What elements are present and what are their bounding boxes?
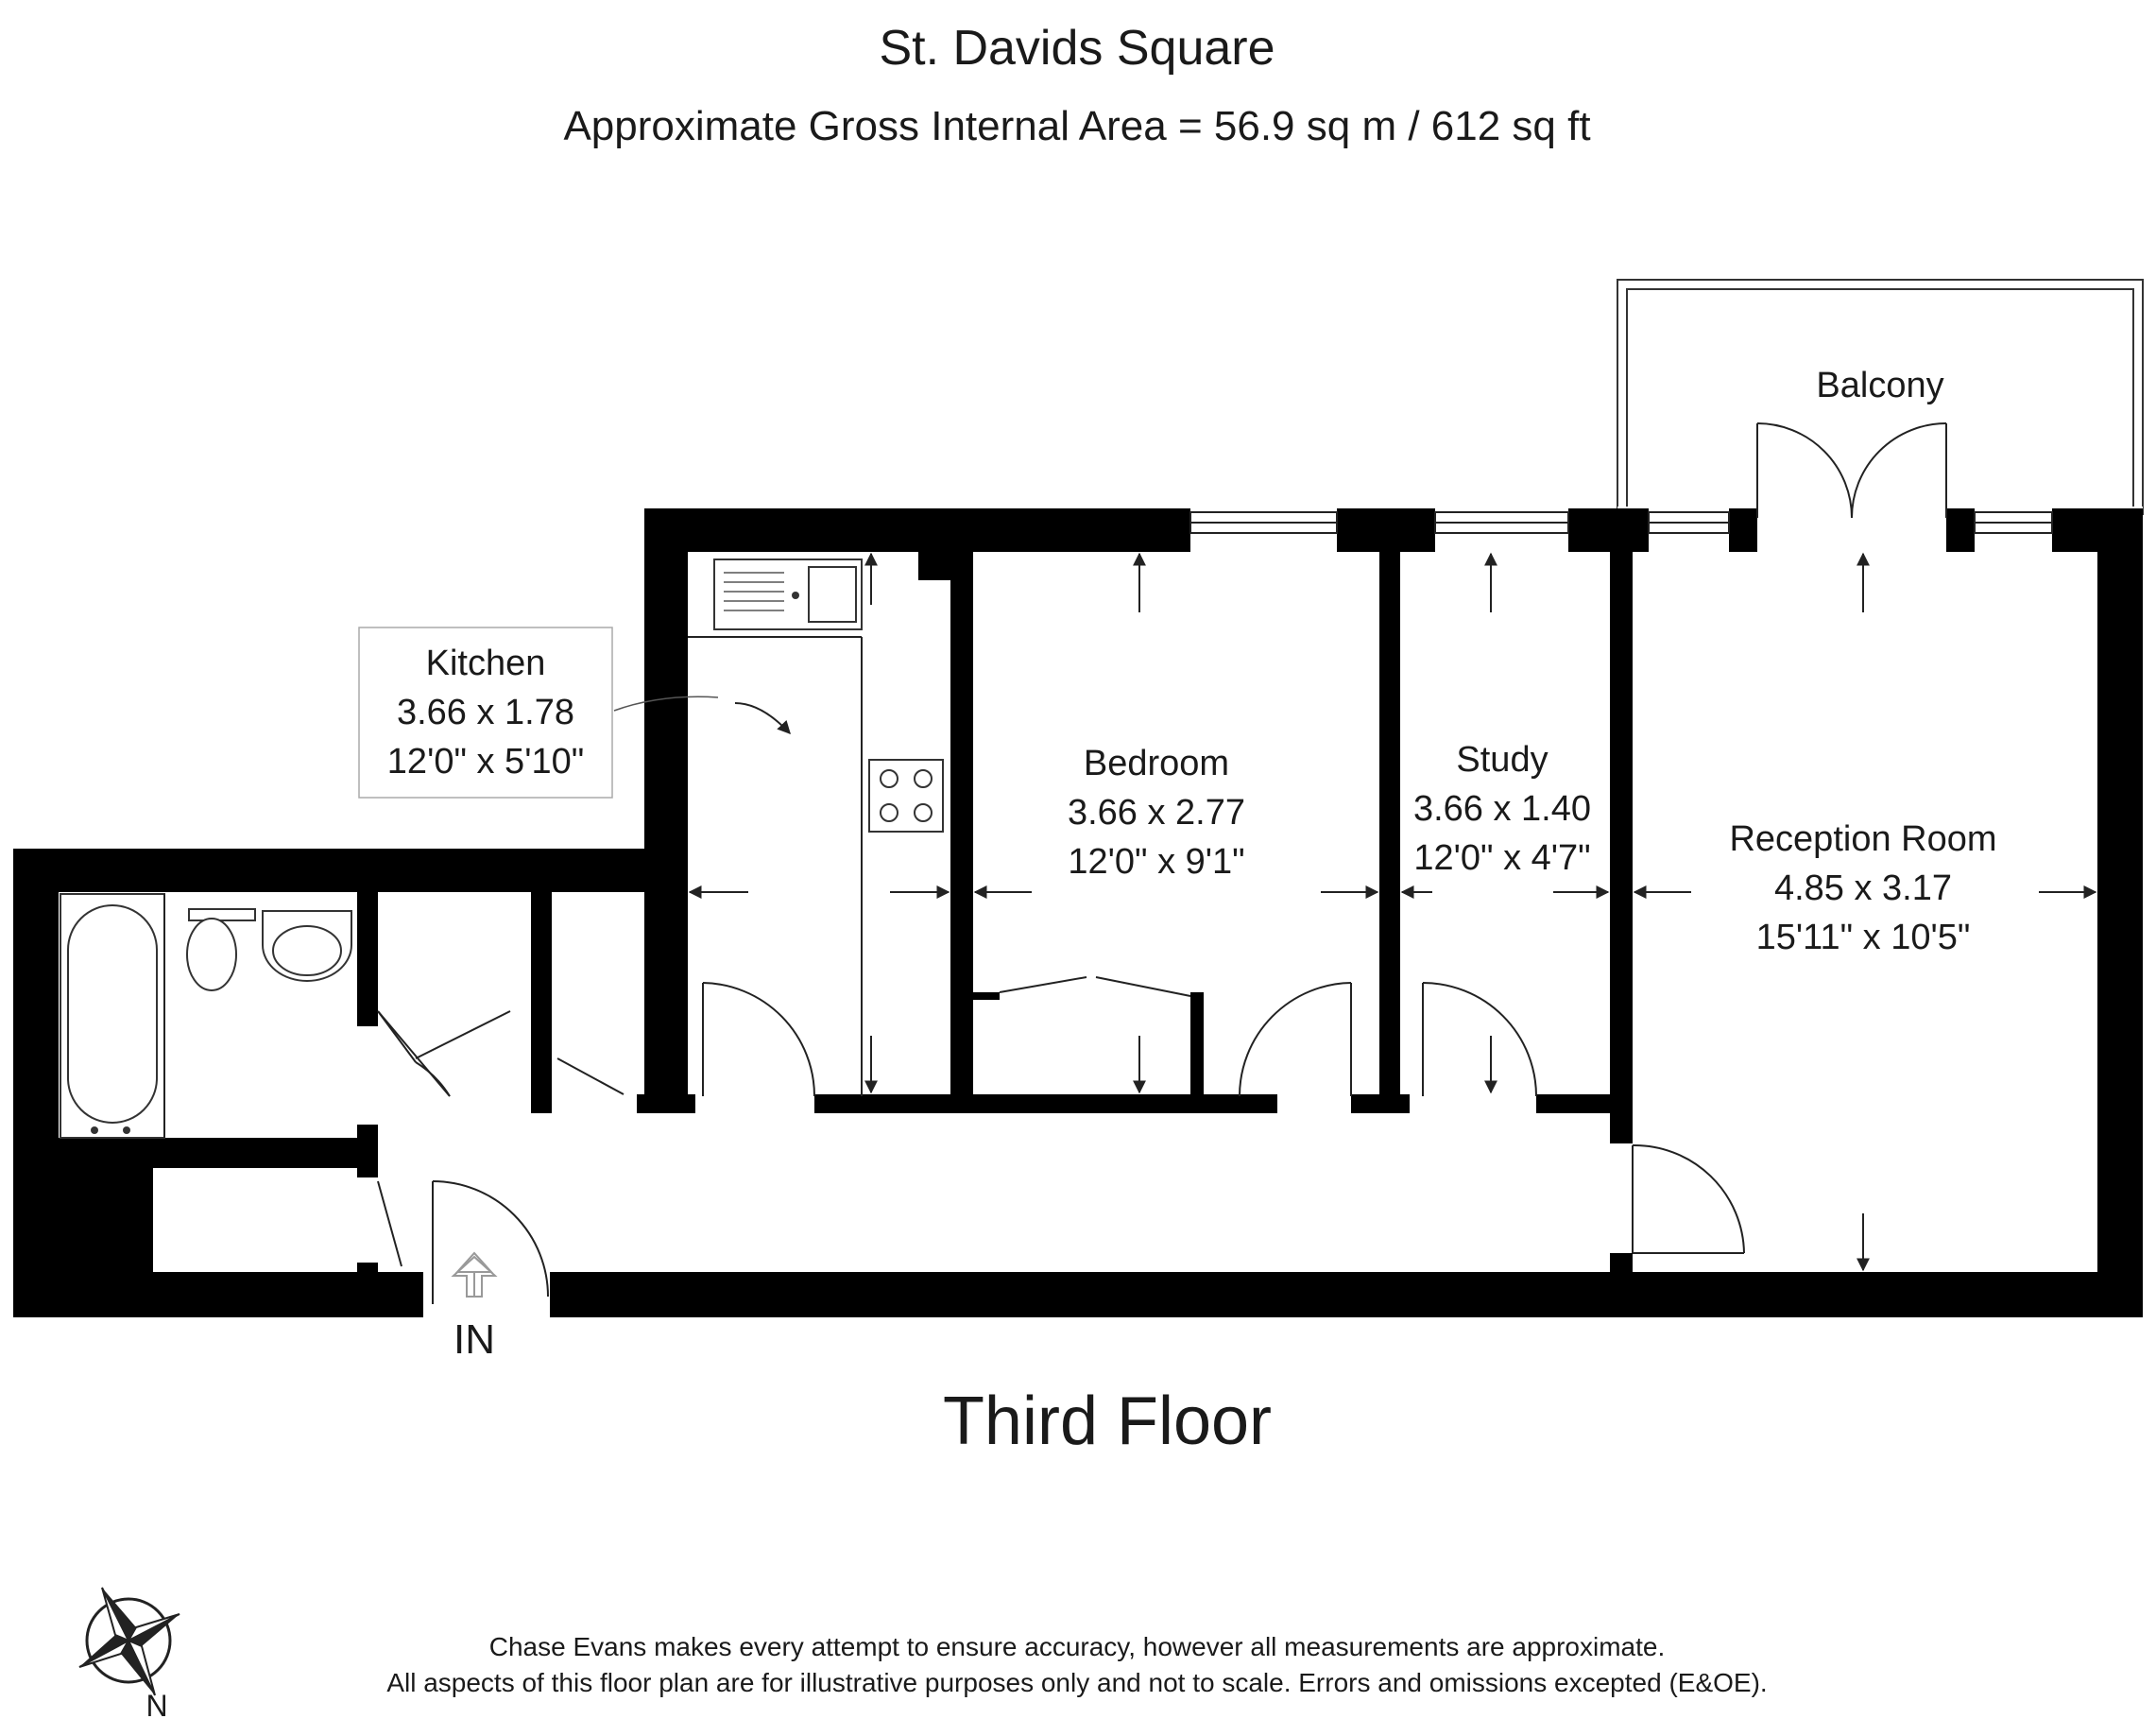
disclaimer-line-1: Chase Evans makes every attempt to ensur… bbox=[489, 1632, 1666, 1661]
kitchen-label-box bbox=[358, 627, 613, 799]
doors bbox=[377, 422, 1947, 1304]
entrance-label: IN bbox=[453, 1316, 495, 1363]
basin-icon bbox=[262, 910, 352, 982]
reception-metric: 4.85 x 3.17 bbox=[1774, 868, 1952, 908]
sink-icon bbox=[713, 559, 863, 630]
kitchen-worktop bbox=[688, 636, 863, 1096]
toilet-icon bbox=[186, 908, 256, 991]
bath-icon bbox=[60, 893, 165, 1139]
reception-imperial: 15'11" x 10'5" bbox=[1756, 918, 1971, 957]
study-name: Study bbox=[1456, 740, 1548, 780]
wardrobe bbox=[999, 976, 1191, 997]
windows bbox=[1189, 511, 2053, 534]
kitchen-imperial: 12'0" x 5'10" bbox=[387, 742, 584, 782]
study-metric: 3.66 x 1.40 bbox=[1413, 789, 1591, 829]
bedroom-imperial: 12'0" x 9'1" bbox=[1068, 842, 1244, 882]
reception-name: Reception Room bbox=[1729, 819, 1996, 859]
balcony-name: Balcony bbox=[1816, 366, 1943, 405]
study-imperial: 12'0" x 4'7" bbox=[1413, 838, 1590, 878]
compass-rose-icon bbox=[78, 1587, 180, 1696]
kitchen-name: Kitchen bbox=[426, 644, 546, 683]
hob-icon bbox=[868, 759, 944, 833]
bedroom-name: Bedroom bbox=[1084, 744, 1229, 783]
plan-title: St. Davids Square bbox=[879, 21, 1275, 76]
compass-north-label: N bbox=[145, 1689, 167, 1723]
bedroom-metric: 3.66 x 2.77 bbox=[1068, 793, 1245, 833]
floor-label: Third Floor bbox=[943, 1384, 1272, 1459]
disclaimer-line-2: All aspects of this floor plan are for i… bbox=[386, 1668, 1767, 1697]
area-summary: Approximate Gross Internal Area = 56.9 s… bbox=[563, 103, 1590, 149]
dimension-arrows bbox=[613, 552, 2097, 1272]
kitchen-metric: 3.66 x 1.78 bbox=[397, 693, 574, 732]
walls bbox=[13, 508, 2143, 1317]
entrance-arrow-icon bbox=[451, 1251, 498, 1298]
